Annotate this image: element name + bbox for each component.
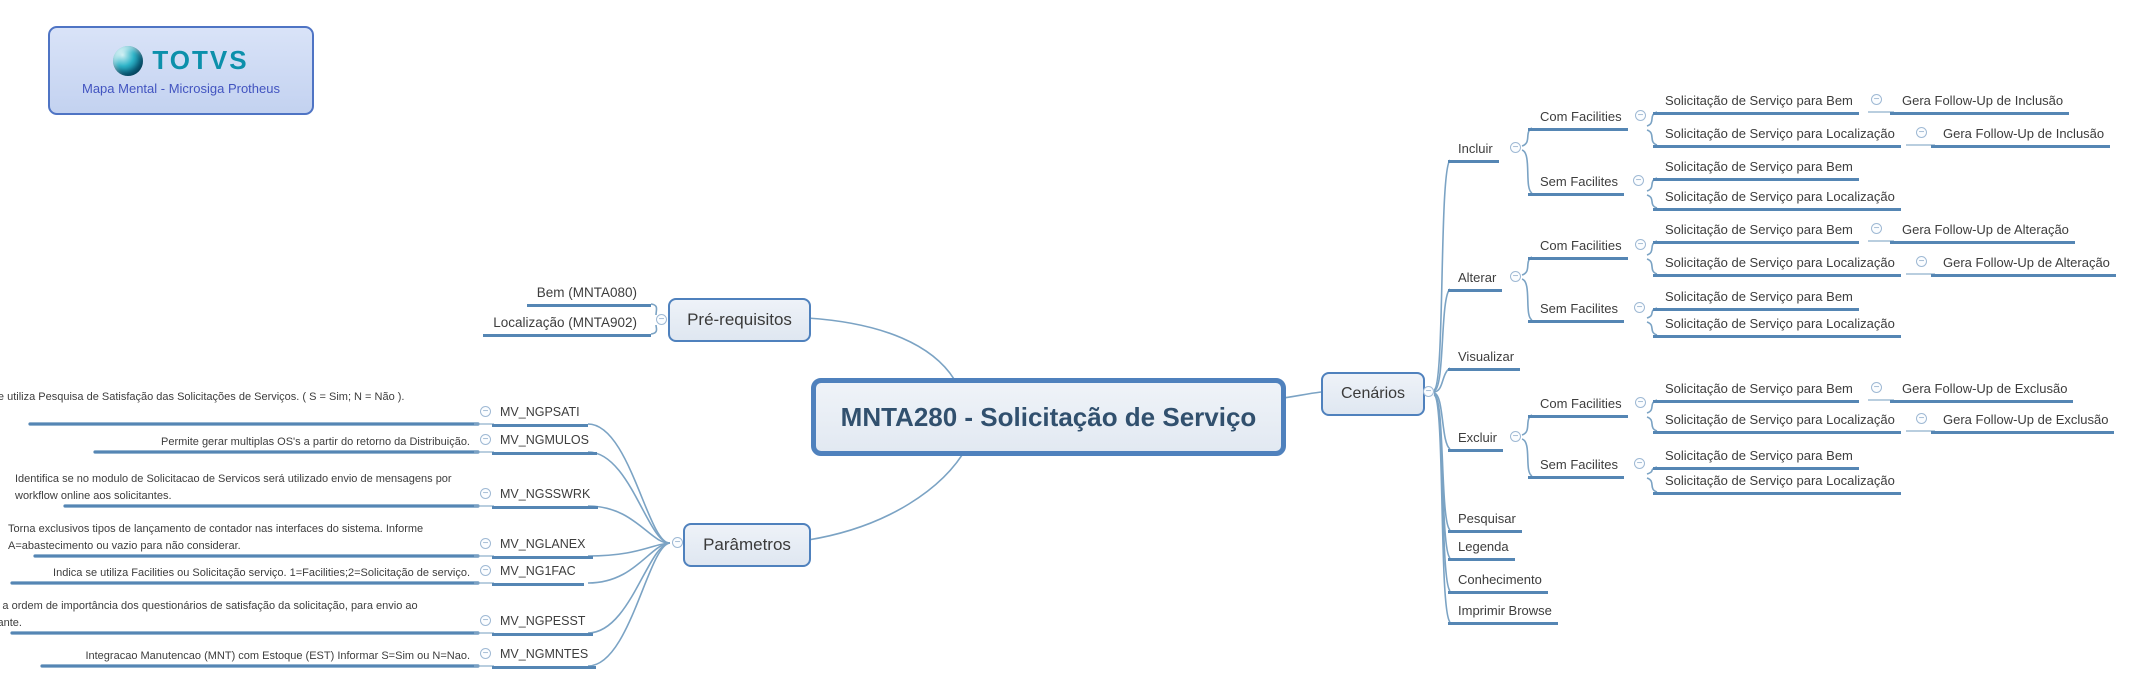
incluir-com-facilities[interactable]: Com Facilities <box>1528 109 1628 131</box>
collapse-icon[interactable]: − <box>656 314 667 325</box>
collapse-icon[interactable]: − <box>1916 256 1927 267</box>
incluir-sem-bem[interactable]: Solicitação de Serviço para Bem <box>1653 159 1859 181</box>
alterar-com-facilities[interactable]: Com Facilities <box>1528 238 1628 260</box>
followup-exclusao-bem[interactable]: Gera Follow-Up de Exclusão <box>1890 381 2074 403</box>
param-code-ngpsati[interactable]: MV_NGPSATI <box>492 405 588 427</box>
collapse-icon[interactable]: − <box>1510 271 1521 282</box>
param-code-ngmntes[interactable]: MV_NGMNTES <box>492 647 597 669</box>
alterar-sem-facilites[interactable]: Sem Facilites <box>1528 301 1625 323</box>
branch-node-cenarios[interactable]: Cenários <box>1321 372 1425 416</box>
alterar-com-localizacao[interactable]: Solicitação de Serviço para Localização <box>1653 255 1901 277</box>
prereq-item-localizacao[interactable]: Localização (MNTA902) <box>483 315 651 337</box>
collapse-icon[interactable]: − <box>1871 223 1882 234</box>
collapse-icon[interactable]: − <box>480 565 491 576</box>
collapse-icon[interactable]: − <box>1871 94 1882 105</box>
collapse-icon[interactable]: − <box>480 434 491 445</box>
incluir-sem-localizacao[interactable]: Solicitação de Serviço para Localização <box>1653 189 1901 211</box>
collapse-icon[interactable]: − <box>1635 110 1646 121</box>
scenario-conhecimento[interactable]: Conhecimento <box>1448 572 1548 594</box>
collapse-icon[interactable]: − <box>1871 382 1882 393</box>
alterar-sem-localizacao[interactable]: Solicitação de Serviço para Localização <box>1653 316 1901 338</box>
totvs-logo-row: TOTVS <box>113 45 248 76</box>
incluir-sem-facilites[interactable]: Sem Facilites <box>1528 174 1625 196</box>
scenario-incluir[interactable]: Incluir <box>1448 141 1499 163</box>
totvs-sphere-icon <box>113 45 144 76</box>
root-node[interactable]: MNTA280 - Solicitação de Serviço <box>811 378 1286 456</box>
collapse-icon[interactable]: − <box>480 538 491 549</box>
collapse-icon[interactable]: − <box>672 537 683 548</box>
param-desc-ngpsati[interactable]: Indica se utiliza Pesquisa de Satisfação… <box>0 391 405 403</box>
param-desc-ngpesst[interactable]: Indica a ordem de importância dos questi… <box>0 600 418 629</box>
collapse-icon[interactable]: − <box>480 406 491 417</box>
param-code-ng1fac[interactable]: MV_NG1FAC <box>492 564 584 586</box>
collapse-icon[interactable]: − <box>480 488 491 499</box>
scenario-alterar[interactable]: Alterar <box>1448 270 1503 292</box>
prereq-item-bem[interactable]: Bem (MNTA080) <box>526 285 651 307</box>
followup-exclusao-localizacao[interactable]: Gera Follow-Up de Exclusão <box>1931 412 2115 434</box>
excluir-sem-localizacao[interactable]: Solicitação de Serviço para Localização <box>1653 473 1901 495</box>
incluir-com-bem[interactable]: Solicitação de Serviço para Bem <box>1653 93 1859 115</box>
collapse-icon[interactable]: − <box>1635 239 1646 250</box>
collapse-icon[interactable]: − <box>1916 413 1927 424</box>
scenario-visualizar[interactable]: Visualizar <box>1448 349 1521 371</box>
followup-inclusao-localizacao[interactable]: Gera Follow-Up de Inclusão <box>1931 126 2111 148</box>
collapse-icon[interactable]: − <box>1634 458 1645 469</box>
collapse-icon[interactable]: − <box>1916 127 1927 138</box>
totvs-brand-text: TOTVS <box>152 45 249 75</box>
collapse-icon[interactable]: − <box>480 615 491 626</box>
param-code-nglanex[interactable]: MV_NGLANEX <box>492 537 594 559</box>
param-desc-ngmntes[interactable]: Integracao Manutencao (MNT) com Estoque … <box>85 650 470 662</box>
scenario-legenda[interactable]: Legenda <box>1448 539 1515 561</box>
excluir-com-bem[interactable]: Solicitação de Serviço para Bem <box>1653 381 1859 403</box>
collapse-icon[interactable]: − <box>480 648 491 659</box>
incluir-com-localizacao[interactable]: Solicitação de Serviço para Localização <box>1653 126 1901 148</box>
scenario-imprimir-browse[interactable]: Imprimir Browse <box>1448 603 1558 625</box>
excluir-sem-bem[interactable]: Solicitação de Serviço para Bem <box>1653 448 1859 470</box>
branch-node-prerequisitos[interactable]: Pré-requisitos <box>668 298 811 342</box>
excluir-sem-facilites[interactable]: Sem Facilites <box>1528 457 1625 479</box>
excluir-com-facilities[interactable]: Com Facilities <box>1528 396 1628 418</box>
totvs-logo-box: TOTVS Mapa Mental - Microsiga Protheus <box>48 26 314 115</box>
collapse-icon[interactable]: − <box>1423 386 1434 397</box>
collapse-icon[interactable]: − <box>1633 175 1644 186</box>
logo-subtitle: Mapa Mental - Microsiga Protheus <box>82 81 280 96</box>
alterar-sem-bem[interactable]: Solicitação de Serviço para Bem <box>1653 289 1859 311</box>
excluir-com-localizacao[interactable]: Solicitação de Serviço para Localização <box>1653 412 1901 434</box>
param-desc-nglanex[interactable]: Torna exclusivos tipos de lançamento de … <box>8 523 424 552</box>
alterar-com-bem[interactable]: Solicitação de Serviço para Bem <box>1653 222 1859 244</box>
param-desc-ng1fac[interactable]: Indica se utiliza Facilities ou Solicita… <box>53 567 470 579</box>
branch-node-parametros[interactable]: Parâmetros <box>683 523 811 567</box>
followup-alteracao-bem[interactable]: Gera Follow-Up de Alteração <box>1890 222 2075 244</box>
param-desc-ngsswrk[interactable]: Identifica se no modulo de Solicitacao d… <box>15 473 452 502</box>
followup-alteracao-localizacao[interactable]: Gera Follow-Up de Alteração <box>1931 255 2116 277</box>
param-code-ngsswrk[interactable]: MV_NGSSWRK <box>492 487 599 509</box>
scenario-pesquisar[interactable]: Pesquisar <box>1448 511 1522 533</box>
collapse-icon[interactable]: − <box>1634 302 1645 313</box>
scenario-excluir[interactable]: Excluir <box>1448 430 1504 452</box>
collapse-icon[interactable]: − <box>1510 142 1521 153</box>
param-code-ngpesst[interactable]: MV_NGPESST <box>492 614 594 636</box>
param-desc-ngmulos[interactable]: Permite gerar multiplas OS's a partir do… <box>160 436 470 448</box>
followup-inclusao-bem[interactable]: Gera Follow-Up de Inclusão <box>1890 93 2070 115</box>
collapse-icon[interactable]: − <box>1510 431 1521 442</box>
param-code-ngmulos[interactable]: MV_NGMULOS <box>492 433 597 455</box>
collapse-icon[interactable]: − <box>1635 397 1646 408</box>
